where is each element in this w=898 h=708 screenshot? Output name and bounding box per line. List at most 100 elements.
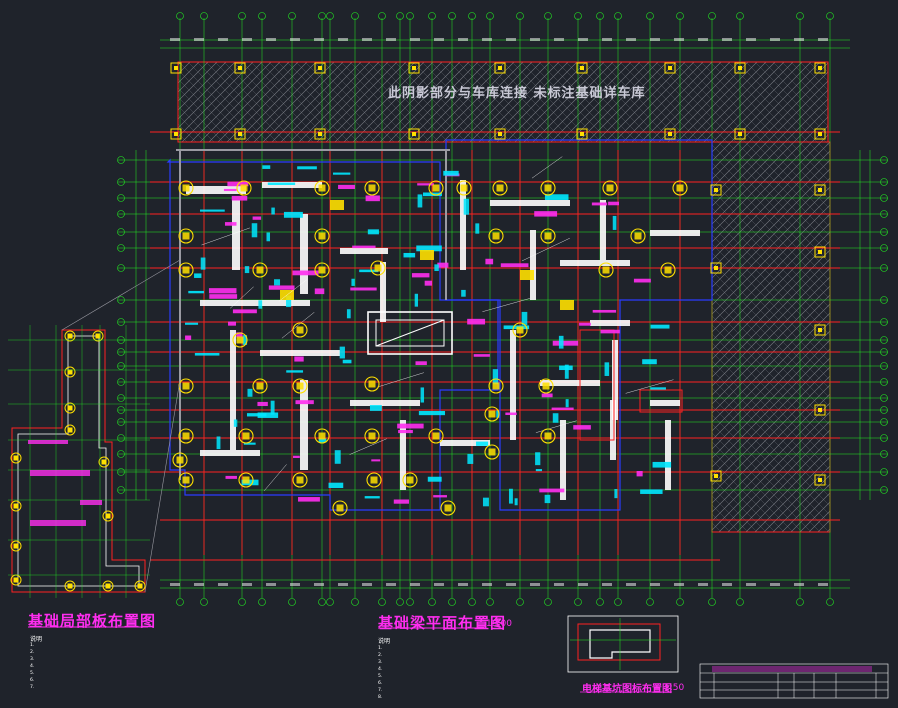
pile-cap	[540, 428, 556, 444]
garage-column-core	[318, 66, 322, 70]
local-column	[67, 405, 73, 411]
beam-label-mark	[223, 188, 237, 192]
dimension-text-mark	[674, 38, 684, 41]
garage-column-core	[738, 132, 742, 136]
beam-label-mark	[194, 273, 202, 278]
dimension-text-mark	[314, 583, 324, 586]
pile-cap	[236, 180, 252, 196]
pile-cap	[238, 472, 254, 488]
garage-column	[734, 62, 746, 74]
wall-segment	[260, 350, 340, 356]
dimension-text-mark	[338, 583, 348, 586]
grid-bubble	[378, 12, 386, 20]
column	[296, 476, 304, 484]
elevator-pit-title: 电梯基坑图标布置图	[582, 684, 672, 695]
beam-label-mark	[573, 425, 591, 430]
grid-bubble	[880, 486, 888, 494]
rebar-label-mark	[266, 232, 271, 242]
local-notes-list: 1.2.3.4.5.6.7.	[30, 642, 34, 691]
dimension-text-mark	[242, 38, 252, 41]
pile-cap	[172, 452, 188, 468]
rebar-label-mark	[614, 488, 618, 499]
grid-bubble	[880, 468, 888, 476]
garage-hatch-areas	[177, 61, 831, 533]
dimension-text-mark	[458, 583, 468, 586]
grid-bubble	[736, 598, 744, 606]
beam-label-mark	[608, 201, 620, 206]
rebar-label-mark	[467, 453, 474, 464]
local-column	[105, 513, 111, 519]
grid-bubble	[448, 598, 456, 606]
grid-bubble	[406, 12, 414, 20]
dimension-text-mark	[314, 38, 324, 41]
garage-column	[314, 128, 326, 140]
column	[602, 266, 610, 274]
column	[606, 184, 614, 192]
beam-label-mark	[364, 496, 380, 499]
elevator-core	[367, 311, 453, 355]
grid-bubble	[596, 598, 604, 606]
highlight-label	[560, 300, 574, 310]
column	[336, 504, 344, 512]
pile-cap	[292, 322, 308, 338]
column	[176, 456, 184, 464]
wall-segment	[612, 340, 618, 420]
local-column	[105, 583, 111, 589]
dimension-text-mark	[770, 38, 780, 41]
local-pile-cap	[64, 330, 76, 342]
garage-column	[664, 128, 676, 140]
garage-column-core	[818, 408, 822, 412]
garage-column	[314, 62, 326, 74]
leader-line	[281, 312, 315, 339]
beam-label-mark	[295, 400, 314, 405]
note-item: 7.	[30, 685, 35, 690]
beam-label-mark	[342, 359, 352, 364]
beam-label-mark	[600, 329, 620, 334]
beam-annotations	[185, 156, 674, 507]
beam-label-mark	[476, 441, 489, 446]
main-plan-scale: 1:100	[486, 619, 512, 629]
highlight-label	[420, 250, 434, 260]
dimension-text-mark	[506, 38, 516, 41]
garage-column	[170, 62, 182, 74]
local-label-mark	[30, 470, 90, 476]
beam-label-mark	[283, 211, 303, 218]
pit-frame	[567, 615, 679, 673]
dimension-text-mark	[650, 38, 660, 41]
beam-label-mark	[505, 412, 517, 416]
grid-bubble	[428, 12, 436, 20]
wall-segment	[460, 180, 466, 270]
pit-box	[577, 623, 661, 661]
pile-cap	[428, 428, 444, 444]
pile-caps	[170, 62, 826, 516]
local-column	[67, 333, 73, 339]
beam-label-mark	[224, 222, 237, 226]
grid-bubble	[117, 156, 125, 164]
rebar-label-mark	[475, 223, 480, 234]
rebar-label-mark	[251, 223, 258, 238]
beam-label-mark	[500, 263, 529, 268]
beam-label-mark	[424, 280, 433, 286]
grid-bubble	[117, 434, 125, 442]
rebar-label-mark	[434, 264, 439, 272]
column	[256, 382, 264, 390]
grid-bubble	[351, 12, 359, 20]
beam-label-mark	[417, 183, 434, 186]
dimension-text-mark	[530, 38, 540, 41]
column	[676, 184, 684, 192]
dimension-text-mark	[266, 583, 276, 586]
elevator-pit-detail	[567, 615, 679, 673]
rebar-label-mark	[544, 494, 551, 504]
wall-segment	[200, 300, 310, 306]
garage-column	[664, 62, 676, 74]
note-item: 5.	[30, 671, 35, 676]
pile-cap	[456, 180, 472, 196]
local-column	[67, 427, 73, 433]
garage-column	[576, 62, 588, 74]
dimension-text-mark	[770, 583, 780, 586]
pile-cap	[178, 262, 194, 278]
local-pile-cap	[64, 424, 76, 436]
grid-bubble	[614, 598, 622, 606]
beam-label-mark	[328, 482, 344, 489]
note-item: 5.	[378, 674, 383, 679]
